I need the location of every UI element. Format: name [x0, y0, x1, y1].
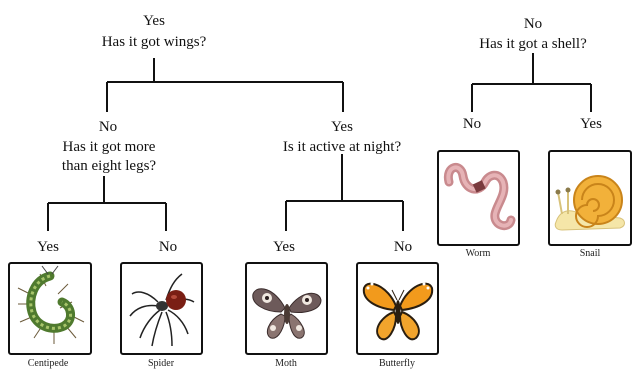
centipede-caption: Centipede [27, 358, 69, 369]
night-node-answer: Yes [331, 119, 353, 135]
snail-caption: Snail [579, 248, 601, 259]
spider-card [120, 262, 203, 355]
worm-branch-label: No [462, 116, 482, 132]
left-root-question: Has it got wings? [101, 34, 207, 50]
snail-card [548, 150, 632, 246]
worm-caption: Worm [465, 248, 491, 259]
snail-icon [554, 175, 625, 231]
worm-icon [443, 163, 516, 231]
right-root-answer: No [523, 16, 543, 32]
legs-node-question-line2: than eight legs? [61, 158, 157, 174]
spider-branch-label: No [158, 239, 178, 255]
legs-node-question-line1: Has it got more [62, 139, 156, 155]
legs-node-answer: No [98, 119, 118, 135]
spider-caption: Spider [147, 358, 175, 369]
night-node-question: Is it active at night? [282, 139, 402, 155]
spider-icon [129, 273, 195, 347]
snail-branch-label: Yes [580, 116, 602, 132]
moth-icon [252, 288, 322, 339]
centipede-card [8, 262, 92, 355]
moth-caption: Moth [275, 358, 297, 369]
butterfly-caption: Butterfly [378, 358, 416, 369]
centipede-icon [17, 265, 85, 344]
moth-branch-label: Yes [273, 239, 295, 255]
butterfly-card [356, 262, 439, 355]
butterfly-icon [362, 282, 434, 341]
worm-card [437, 150, 520, 246]
butterfly-branch-label: No [393, 239, 413, 255]
centipede-branch-label: Yes [37, 239, 59, 255]
right-root-question: Has it got a shell? [479, 36, 587, 52]
moth-card [245, 262, 328, 355]
left-root-answer: Yes [143, 13, 165, 29]
